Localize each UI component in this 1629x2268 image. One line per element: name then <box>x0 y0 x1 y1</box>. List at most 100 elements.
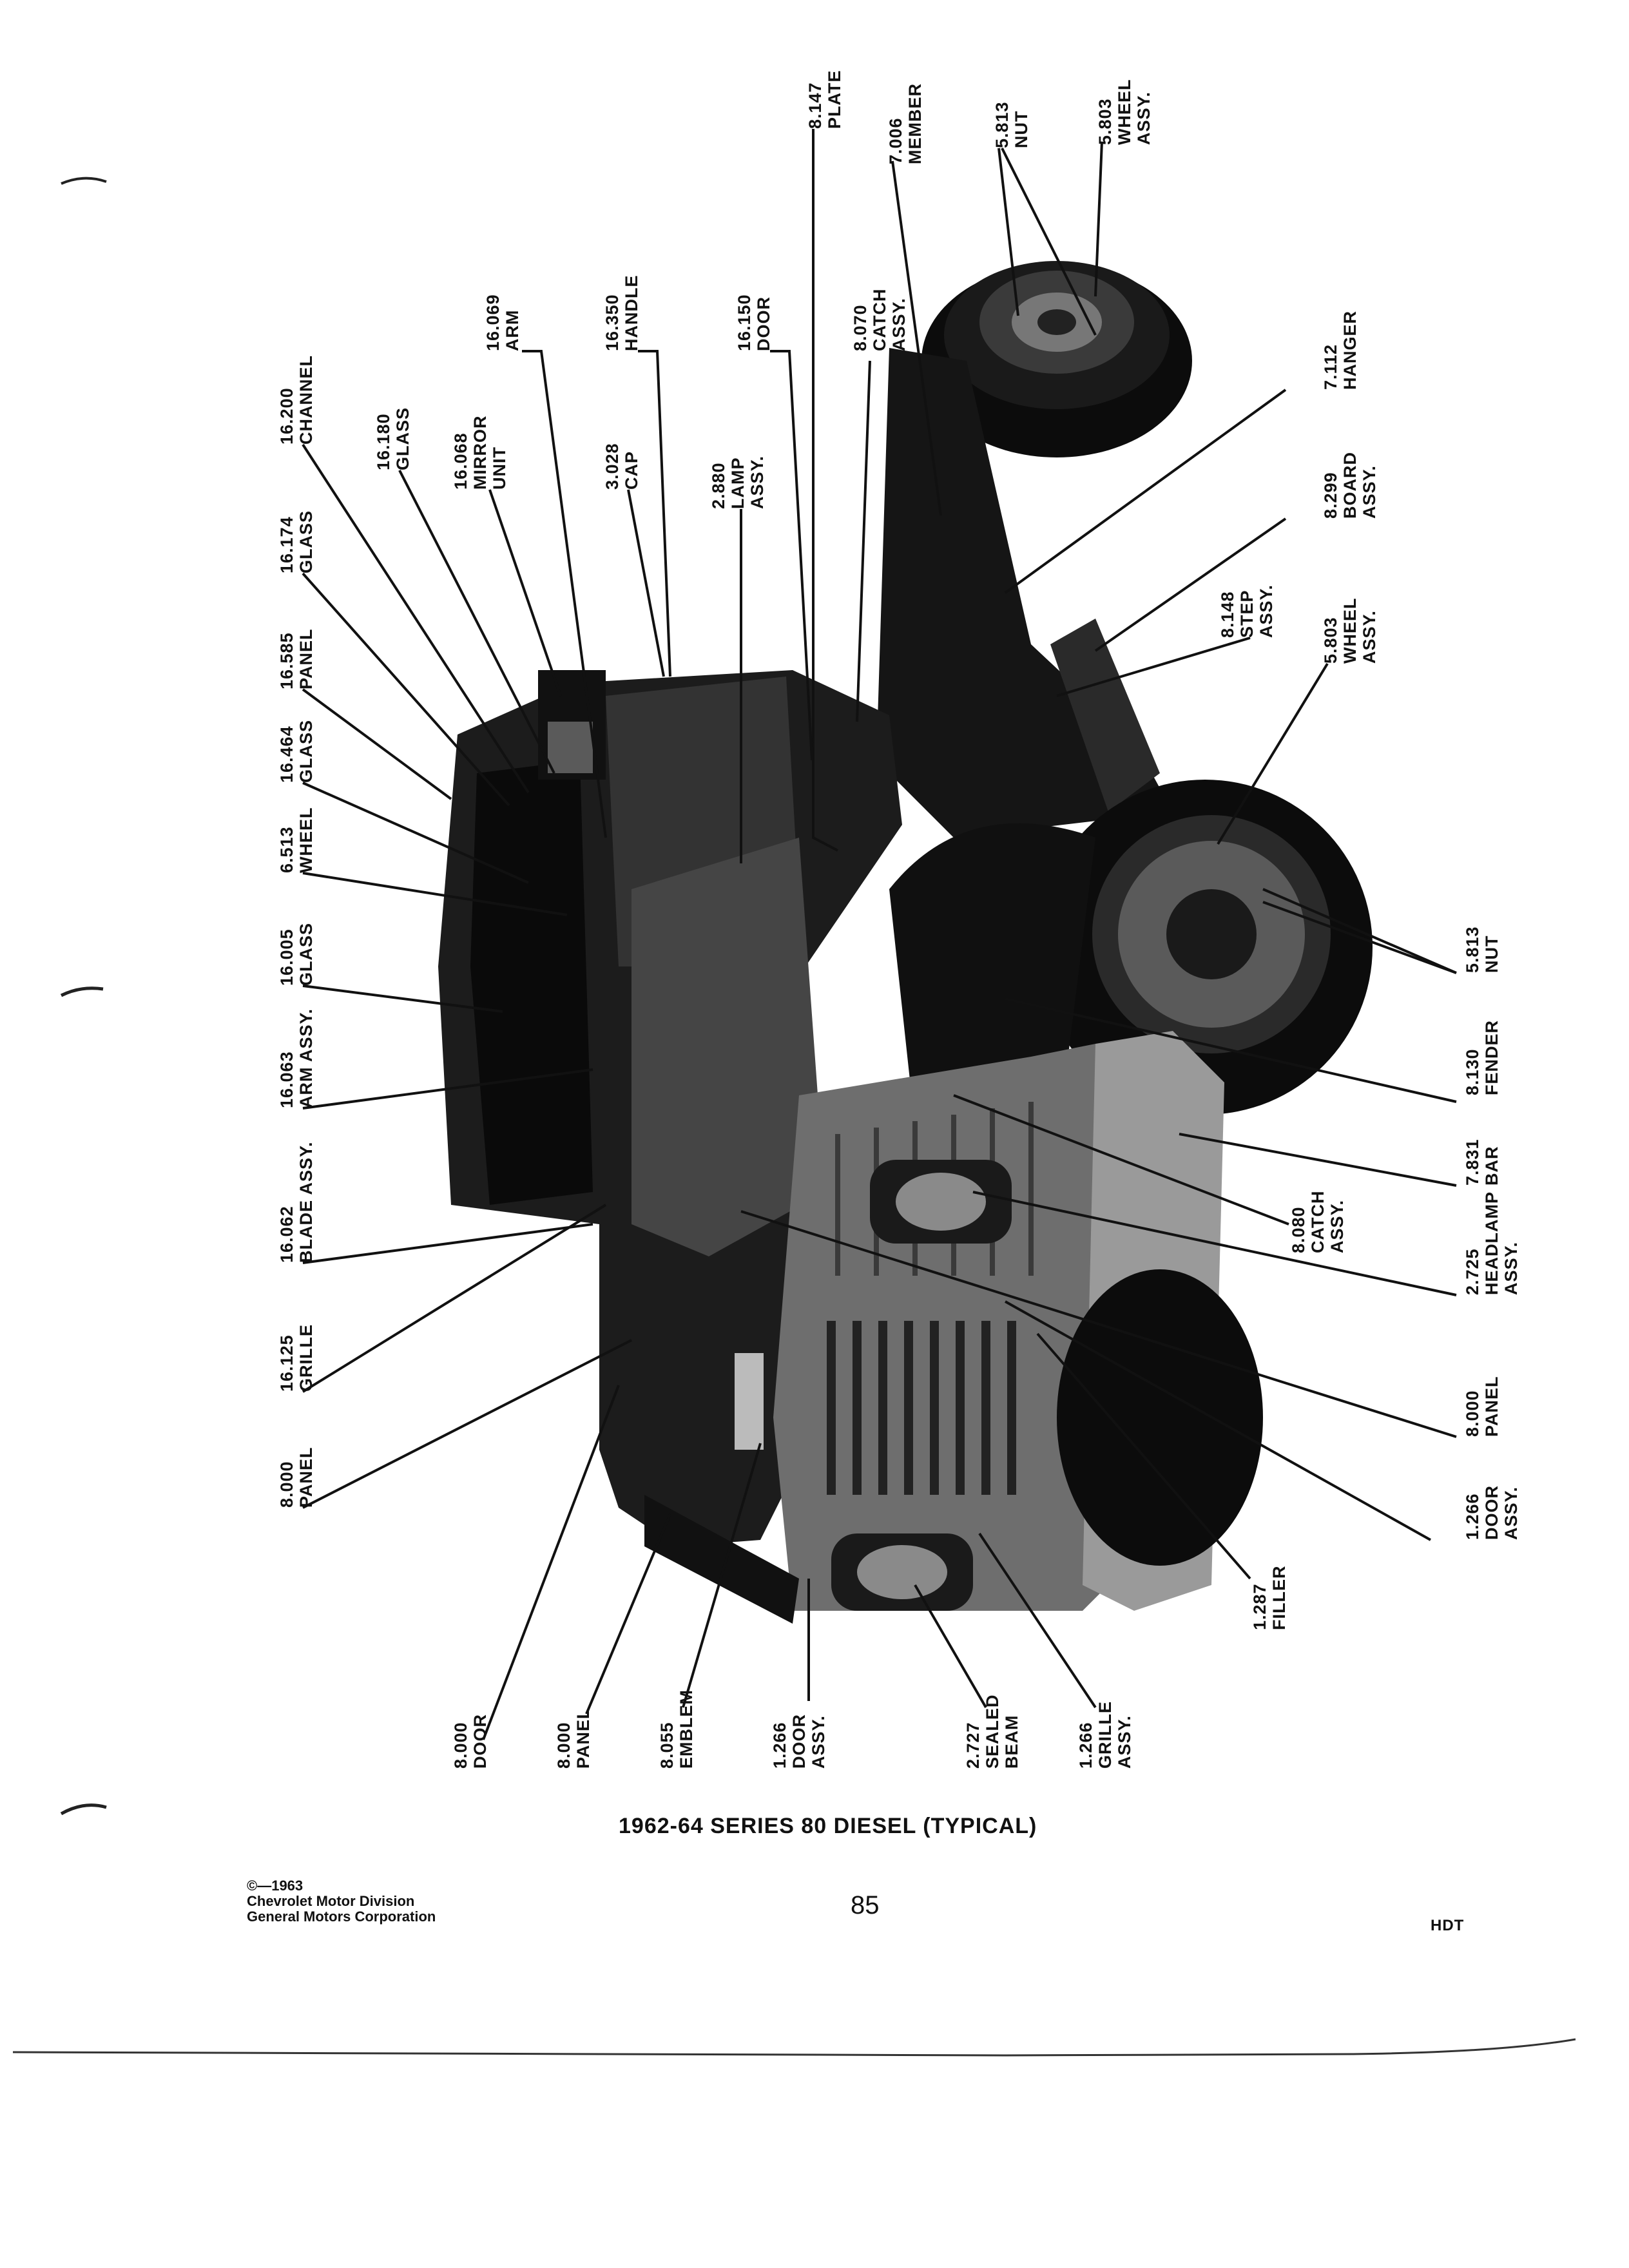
part-name: HANGER <box>1340 310 1360 390</box>
front-wheel <box>1037 780 1373 1115</box>
part-name: SEALED <box>983 1694 1002 1769</box>
part-name: DOOR <box>754 296 773 351</box>
part-name: CHANNEL <box>296 355 316 445</box>
part-number: 8.080 <box>1289 1206 1308 1253</box>
part-name: ARM ASSY. <box>296 1008 316 1108</box>
part-name: UNIT <box>490 447 509 490</box>
part-name: HANDLE <box>622 274 641 352</box>
part-name: GRILLE <box>1095 1701 1115 1769</box>
part-name: ARM <box>503 309 522 352</box>
part-name: BLADE ASSY. <box>296 1141 316 1263</box>
part-name: ASSY. <box>1360 465 1379 519</box>
part-number: 8.000 <box>277 1461 296 1508</box>
part-name: GRILLE <box>296 1324 316 1392</box>
fender <box>889 823 1095 1128</box>
part-name: NUT <box>1482 935 1501 974</box>
scan-mark <box>61 177 107 185</box>
part-name: DOOR <box>1482 1485 1501 1540</box>
part-name: BOARD <box>1340 452 1360 519</box>
part-number: 16.005 <box>277 928 296 986</box>
scan-mark <box>60 986 104 997</box>
part-name: HEADLAMP <box>1482 1191 1501 1295</box>
part-number: 16.174 <box>277 516 296 573</box>
part-number: 1.287 <box>1250 1583 1269 1630</box>
part-name: DOOR <box>470 1714 490 1769</box>
part-name: CATCH <box>1308 1190 1327 1253</box>
mirror-glass <box>548 722 593 773</box>
copyright-block: ©—1963 Chevrolet Motor Division General … <box>247 1878 436 1925</box>
scan-mark <box>60 1803 107 1816</box>
page-number: 85 <box>851 1891 880 1919</box>
part-number: 8.299 <box>1321 472 1340 519</box>
part-name: GLASS <box>296 922 316 986</box>
headlamp-lower <box>831 1533 973 1611</box>
part-name: CAP <box>622 450 641 490</box>
part-name: PANEL <box>574 1707 593 1769</box>
part-name: FILLER <box>1269 1565 1289 1631</box>
front-right-wheel <box>1057 1269 1263 1566</box>
part-name: BEAM <box>1002 1715 1021 1769</box>
part-number: 16.125 <box>277 1334 296 1392</box>
part-name: FENDER <box>1482 1019 1501 1095</box>
part-number: 16.068 <box>451 432 470 490</box>
part-number: 7.831 <box>1463 1139 1482 1186</box>
part-name: GLASS <box>296 510 316 573</box>
part-name: ASSY. <box>1501 1241 1521 1295</box>
part-name: ASSY. <box>1257 584 1276 638</box>
part-name: GLASS <box>296 719 316 783</box>
step-board <box>1050 619 1160 812</box>
part-name: WHEEL <box>1340 597 1360 664</box>
part-name: WHEEL <box>296 807 316 874</box>
part-name: GLASS <box>393 407 412 470</box>
part-name: ASSY. <box>1360 610 1379 664</box>
part-number: 1.266 <box>1463 1493 1482 1540</box>
part-name: ASSY. <box>809 1715 828 1769</box>
part-number: 8.147 <box>805 82 825 129</box>
part-name: DOOR <box>789 1714 809 1769</box>
part-number: 2.727 <box>963 1722 983 1769</box>
headlamp-upper <box>870 1160 1012 1244</box>
part-number: 8.130 <box>1463 1048 1482 1095</box>
part-name: PANEL <box>296 1446 316 1508</box>
part-number: 8.070 <box>851 304 870 351</box>
part-name: BAR <box>1482 1146 1501 1186</box>
part-number: 5.813 <box>1463 926 1482 973</box>
part-name: ASSY. <box>747 455 767 509</box>
rear-dual-wheel <box>921 261 1192 457</box>
part-number: 16.350 <box>602 294 622 351</box>
page-bottom-rule <box>12 2038 1576 2057</box>
part-name: MEMBER <box>905 83 925 164</box>
lower-bumper <box>644 1495 799 1624</box>
part-name: LAMP <box>728 457 747 510</box>
part-number: 16.063 <box>277 1051 296 1108</box>
part-number: 16.585 <box>277 632 296 689</box>
grille-ribs <box>835 1102 1034 1276</box>
part-name: PLATE <box>825 70 844 130</box>
part-number: 8.148 <box>1218 591 1237 638</box>
part-name: ASSY. <box>1501 1486 1521 1540</box>
part-name: ASSY. <box>1327 1199 1347 1253</box>
part-number: 16.464 <box>277 726 296 783</box>
page-title: 1962-64 SERIES 80 DIESEL (TYPICAL) <box>619 1814 1037 1838</box>
part-number: 8.000 <box>554 1722 574 1769</box>
part-number: 5.803 <box>1095 98 1115 145</box>
part-number: 16.180 <box>374 413 393 470</box>
leader-lines <box>302 129 1457 1740</box>
part-number: 5.803 <box>1321 617 1340 664</box>
chevrolet-emblem <box>735 1353 764 1450</box>
copyright-line: Chevrolet Motor Division <box>247 1893 415 1909</box>
part-number: 6.513 <box>277 826 296 873</box>
part-number: 1.266 <box>770 1722 789 1769</box>
part-number: 16.062 <box>277 1206 296 1263</box>
copyright-line: ©—1963 <box>247 1878 304 1894</box>
part-name: EMBLEM <box>677 1689 696 1769</box>
part-name: PANEL <box>1482 1376 1501 1437</box>
part-name: MIRROR <box>470 415 490 490</box>
part-name: WHEEL <box>1115 79 1134 146</box>
section-code: HDT <box>1431 1917 1465 1934</box>
hood <box>631 838 825 1256</box>
part-number: 16.150 <box>735 294 754 351</box>
part-number: 2.725 <box>1463 1248 1482 1295</box>
